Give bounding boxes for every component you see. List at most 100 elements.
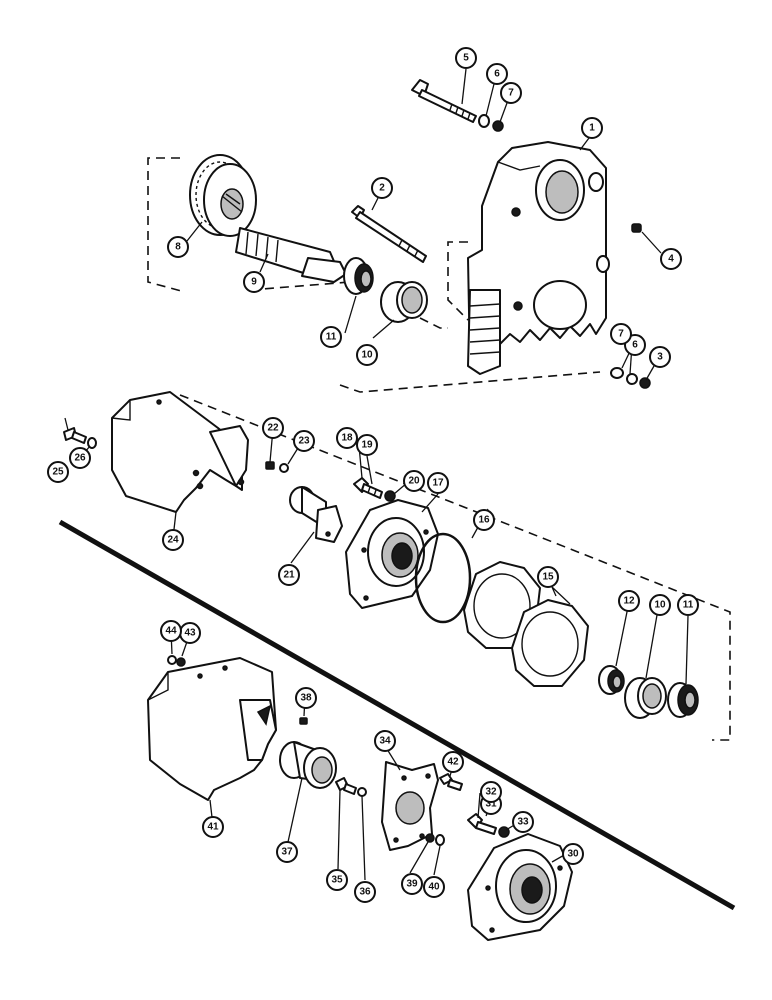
callout-number: 43 (184, 628, 196, 639)
bearing-cup-lower (624, 677, 667, 719)
callout-number: 23 (298, 436, 310, 447)
shield-upper (111, 391, 249, 513)
callout-number: 36 (359, 887, 371, 898)
callout-number: 2 (379, 183, 385, 194)
callout-circle (162, 529, 184, 551)
callout-number: 9 (251, 277, 257, 288)
guide-line-housing (447, 241, 469, 321)
washer-36 (357, 787, 367, 797)
callout-7a: 7 (500, 82, 522, 104)
callout-circle (295, 687, 317, 709)
callout-number: 41 (207, 822, 219, 833)
callout-number: 11 (326, 332, 337, 343)
callout-number: 33 (517, 817, 529, 828)
seal-12 (598, 665, 625, 695)
washer-6-lower (626, 373, 638, 385)
callout-circle (442, 751, 464, 773)
plate-34 (381, 761, 439, 851)
callout-circle (486, 63, 508, 85)
washer-23 (279, 463, 289, 473)
callout-26: 26 (69, 447, 91, 469)
callout-circle (480, 781, 502, 803)
callout-34: 34 (374, 730, 396, 752)
callout-4: 4 (660, 248, 682, 270)
callout-16: 16 (473, 509, 495, 531)
callout-circle (562, 843, 584, 865)
callout-number: 6 (632, 340, 638, 351)
washer-20 (384, 490, 396, 502)
callout-24: 24 (162, 529, 184, 551)
callout-39: 39 (401, 873, 423, 895)
guide-line-upper (147, 157, 448, 329)
callout-17: 17 (427, 472, 449, 494)
assembly-guide-lines (147, 157, 731, 741)
callout-number: 6 (494, 69, 500, 80)
callout-40: 40 (423, 876, 445, 898)
callout-number: 16 (478, 515, 490, 526)
callout-23: 23 (293, 430, 315, 452)
bolt-35 (335, 777, 357, 795)
callout-33: 33 (512, 811, 534, 833)
callout-42: 42 (442, 751, 464, 773)
screw-22 (265, 461, 275, 470)
gearbox-housing (467, 141, 610, 375)
callout-circle (512, 811, 534, 833)
bolt-31 (467, 813, 497, 835)
callout-circle (403, 470, 425, 492)
flange-housing-upper (345, 499, 439, 609)
callout-5: 5 (455, 47, 477, 69)
callout-number: 31 (485, 799, 497, 810)
callout-37: 37 (276, 841, 298, 863)
callout-labels: 1234566778910101111121516171819202122232… (47, 47, 699, 903)
callout-number: 15 (542, 572, 554, 583)
callout-15: 15 (537, 566, 559, 588)
roller-bearing-upper (343, 257, 374, 295)
callout-10a: 10 (356, 344, 378, 366)
callout-38: 38 (295, 687, 317, 709)
callout-11b: 11 (677, 594, 699, 616)
long-bolt (411, 79, 477, 123)
callout-circle (69, 447, 91, 469)
washer-7-lower (610, 367, 624, 379)
callout-number: 4 (668, 254, 674, 265)
callout-20: 20 (403, 470, 425, 492)
callout-number: 20 (408, 476, 420, 487)
callout-number: 32 (485, 787, 497, 798)
callout-19: 19 (356, 434, 378, 456)
callout-18: 18 (336, 427, 358, 449)
callout-number: 25 (52, 467, 64, 478)
callout-44: 44 (160, 620, 182, 642)
callout-number: 7 (618, 329, 624, 340)
callout-number: 42 (447, 757, 459, 768)
bolt-25 (63, 427, 87, 444)
callout-11a: 11 (320, 326, 342, 348)
sleeve-37 (279, 741, 337, 789)
callout-circle (202, 816, 224, 838)
callout-circle (610, 323, 632, 345)
callout-number: 5 (463, 53, 469, 64)
washer-6-upper (478, 114, 490, 128)
callout-circle (356, 344, 378, 366)
callout-35: 35 (326, 869, 348, 891)
callout-circle (160, 620, 182, 642)
nut-7-upper (492, 120, 504, 132)
gear (189, 154, 257, 237)
callout-circle (374, 730, 396, 752)
callout-6a: 6 (486, 63, 508, 85)
washer-26 (87, 437, 97, 449)
callout-circle (47, 461, 69, 483)
nut-43 (176, 657, 186, 667)
callout-8: 8 (167, 236, 189, 258)
callout-circle (455, 47, 477, 69)
callout-number: 38 (300, 693, 312, 704)
callout-circle (278, 564, 300, 586)
callout-circle (427, 472, 449, 494)
nut-3 (639, 377, 651, 389)
callout-circle (537, 566, 559, 588)
callout-circle (649, 594, 671, 616)
flange-housing-lower (467, 833, 573, 941)
callout-number: 10 (654, 600, 666, 611)
sleeve-21 (289, 486, 343, 543)
